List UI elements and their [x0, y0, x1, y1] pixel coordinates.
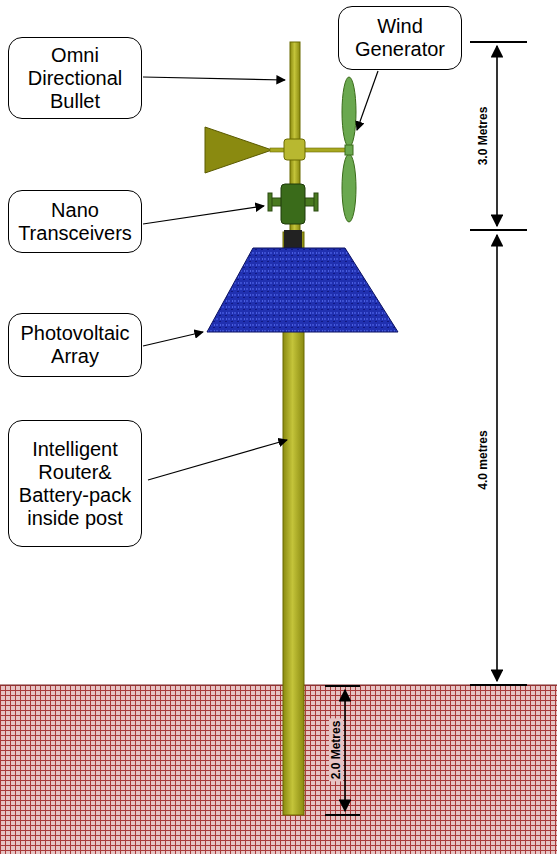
wind-vane [205, 127, 272, 173]
callout-box: Wind Generator [338, 6, 462, 70]
callout-text: Nano Transceivers [17, 199, 133, 245]
dimension-label: 2.0 Metres [329, 719, 343, 782]
dimension-tick [470, 229, 527, 231]
leader-line [143, 77, 285, 80]
photovoltaic-array [207, 248, 398, 332]
blade [342, 154, 356, 222]
mount-collar [284, 230, 302, 248]
dimension-label: 4.0 metres [476, 428, 490, 491]
dimension-tick [325, 814, 360, 816]
transceiver-side [314, 193, 318, 211]
callout-box: Omni Directional Bullet [8, 37, 142, 119]
generator-hub [284, 139, 305, 160]
leader-line [143, 206, 264, 224]
callout-box: Nano Transceivers [8, 190, 142, 253]
dimension-tick [325, 685, 360, 687]
leader-line [143, 332, 203, 346]
callout-box: Photovoltaic Array [8, 313, 142, 377]
dimension-tick [470, 684, 527, 686]
transceiver-side [268, 193, 272, 211]
blade [342, 77, 356, 147]
leader-line [148, 440, 287, 480]
dimension-arrow [344, 690, 346, 811]
callout-text: Wind Generator [347, 15, 453, 61]
dimension-label: 3.0 Metres [476, 105, 490, 168]
callout-text: Intelligent Router& Battery-pack inside … [17, 438, 133, 530]
transceiver-body [281, 184, 305, 224]
callout-text: Omni Directional Bullet [17, 44, 133, 113]
ground-line [0, 685, 557, 686]
leader-line [357, 71, 378, 130]
dimension-arrow [496, 235, 498, 681]
dimension-tick [470, 41, 527, 43]
blade-hub [345, 145, 353, 155]
dimension-arrow [496, 46, 498, 226]
callout-text: Photovoltaic Array [17, 322, 133, 368]
callout-box: Intelligent Router& Battery-pack inside … [8, 420, 142, 547]
ground [0, 685, 557, 854]
generator-shaft [270, 148, 352, 152]
